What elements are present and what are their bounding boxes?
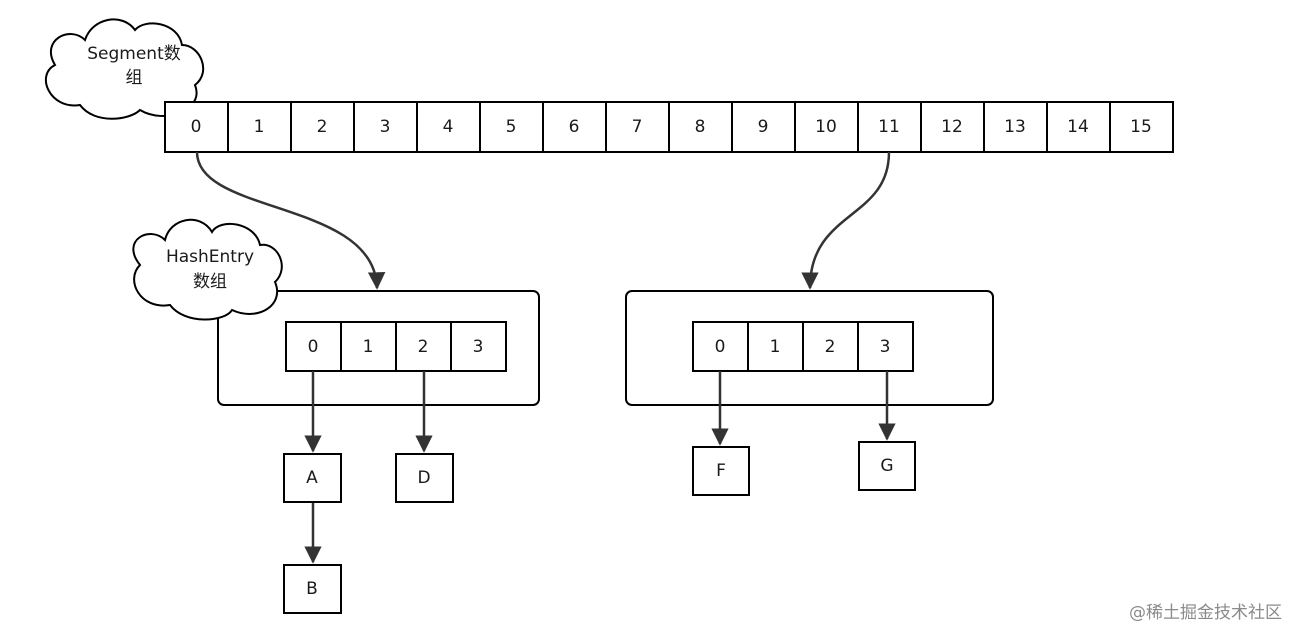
left-entry-index-1: 1 xyxy=(363,337,374,357)
segment-0-to-hashentry-arrow xyxy=(195,151,386,290)
segment-index-11: 11 xyxy=(878,117,900,137)
left-hashentry-array: 0 1 2 3 xyxy=(285,321,507,372)
segment-index-4: 4 xyxy=(443,117,454,137)
left-entry-index-0: 0 xyxy=(308,337,319,357)
segment-index-1: 1 xyxy=(254,117,265,137)
hashentry-label-line1: HashEntry xyxy=(166,247,254,267)
segment-index-14: 14 xyxy=(1067,117,1089,137)
node-a-label: A xyxy=(306,468,318,488)
segment-index-9: 9 xyxy=(758,117,769,137)
segment-index-10: 10 xyxy=(815,117,837,137)
right-entry-index-1: 1 xyxy=(770,337,781,357)
node-d-label: D xyxy=(417,468,430,488)
segment-cell xyxy=(668,101,733,153)
segment-label-line1: Segment数 xyxy=(87,44,181,64)
segment-index-13: 13 xyxy=(1004,117,1026,137)
right-entry-cell xyxy=(857,321,914,372)
segment-index-8: 8 xyxy=(695,117,706,137)
segment-cell xyxy=(479,101,544,153)
segment-cell xyxy=(353,101,418,153)
watermark: @稀土掘金技术社区 xyxy=(1129,603,1282,623)
segment-label-line2: 组 xyxy=(126,68,143,88)
segment-11-to-hashentry-arrow xyxy=(801,151,891,290)
right-hashentry-array: 0 1 2 3 xyxy=(692,321,914,372)
segment-cell xyxy=(605,101,670,153)
segment-cell xyxy=(920,101,985,153)
segment-index-15: 15 xyxy=(1130,117,1152,137)
segment-cell xyxy=(416,101,481,153)
right-entry-index-0: 0 xyxy=(715,337,726,357)
node-g-label: G xyxy=(880,456,893,476)
hashentry-label-line2: 数组 xyxy=(193,272,227,292)
segment-index-3: 3 xyxy=(380,117,391,137)
segment-cell xyxy=(1109,101,1174,153)
left-entry-index-2: 2 xyxy=(418,337,429,357)
node-f-label: F xyxy=(716,461,726,481)
segment-cell xyxy=(731,101,796,153)
right-entry-index-2: 2 xyxy=(825,337,836,357)
left-entry-cell xyxy=(340,321,397,372)
right-entry-index-3: 3 xyxy=(880,337,891,357)
segment-cell xyxy=(857,101,922,153)
segment-cell xyxy=(794,101,859,153)
node-b-label: B xyxy=(306,579,318,599)
node-g-box xyxy=(858,441,916,491)
segment-index-2: 2 xyxy=(317,117,328,137)
segment-cell xyxy=(983,101,1048,153)
left-entry-index-3: 3 xyxy=(473,337,484,357)
segment-index-7: 7 xyxy=(632,117,643,137)
node-f-box xyxy=(692,446,750,496)
segment-index-5: 5 xyxy=(506,117,517,137)
hashentry-array-cloud: HashEntry 数组 xyxy=(132,218,283,321)
segment-array: 0 1 2 3 4 5 6 7 8 9 10 11 12 13 14 15 xyxy=(164,101,1174,153)
node-d-box xyxy=(395,453,454,503)
segment-index-6: 6 xyxy=(569,117,580,137)
segment-index-12: 12 xyxy=(941,117,963,137)
segment-index-0: 0 xyxy=(191,117,202,137)
segment-cell xyxy=(542,101,607,153)
left-entry-cell xyxy=(450,321,507,372)
right-entry-cell xyxy=(747,321,804,372)
node-a-box xyxy=(283,453,342,503)
node-b-box xyxy=(283,564,342,614)
